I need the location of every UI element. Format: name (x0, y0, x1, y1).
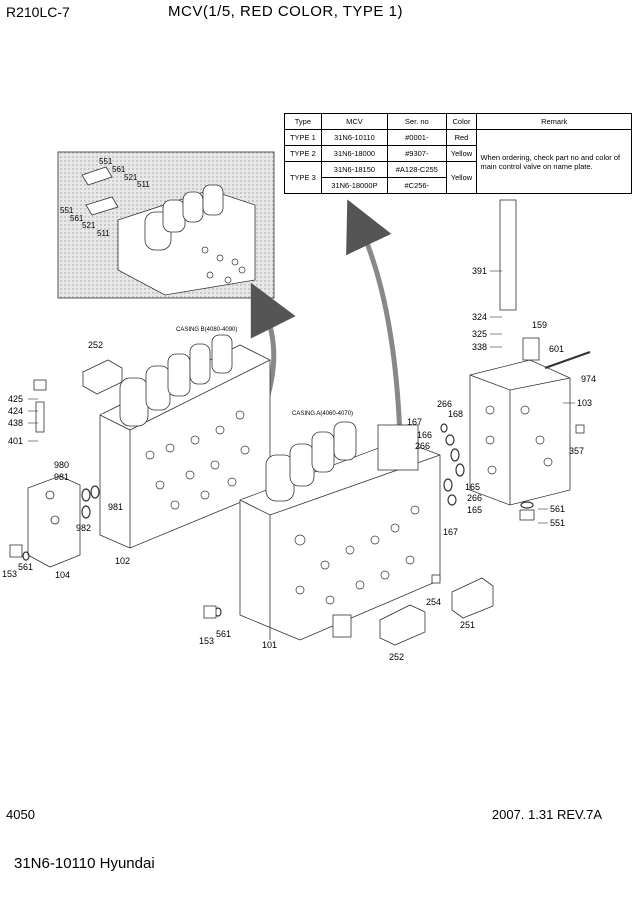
arrow-to-table (346, 199, 403, 439)
casing-b (99, 334, 271, 549)
part-label: 266 (415, 441, 430, 451)
part-label: 561 (70, 214, 84, 223)
part-label: 561 (216, 629, 231, 639)
arrow-to-inset (250, 282, 296, 396)
part-label: 325 (472, 329, 487, 339)
part-label: 101 (262, 640, 277, 650)
casing-a-ports (294, 505, 420, 605)
part-label: 521 (82, 221, 96, 230)
solenoid-valves (82, 359, 494, 646)
part-labels: 551 561 521 511 551 561 521 511 252 425 … (2, 157, 596, 662)
part-label: 166 (417, 430, 432, 440)
part-label: 167 (443, 527, 458, 537)
part-label: 424 (8, 406, 23, 416)
part-label: 153 (199, 636, 214, 646)
cell-color: Yellow (445, 161, 478, 194)
part-label: 252 (88, 340, 103, 350)
casing-a (239, 421, 441, 641)
part-label: 551 (550, 518, 565, 528)
col-color: Color (445, 113, 478, 130)
model-code: R210LC-7 (6, 4, 70, 20)
part-label: 511 (97, 229, 110, 238)
part-label: 165 (467, 505, 482, 515)
part-label: 254 (426, 597, 441, 607)
o-rings (22, 423, 534, 617)
part-label: 159 (532, 320, 547, 330)
end-cover-103 (469, 199, 591, 506)
table-row: TYPE 2 31N6-18000 #9307- Yellow (284, 145, 632, 162)
part-label: 338 (472, 342, 487, 352)
part-label: 511 (137, 180, 150, 189)
part-label: 252 (389, 652, 404, 662)
part-label: 401 (8, 436, 23, 446)
cell-remark: When ordering, check part no and color o… (476, 129, 632, 194)
part-label: 266 (467, 493, 482, 503)
part-label: 324 (472, 312, 487, 322)
table-row: 31N6-18000P #C256- (285, 177, 632, 194)
type-table: Type MCV Ser. no Color Remark TYPE 1 31N… (284, 113, 632, 194)
part-label: 104 (55, 570, 70, 580)
part-label: 601 (549, 344, 564, 354)
detail-inset (57, 151, 275, 299)
leader-lines (28, 270, 575, 524)
part-label: 561 (550, 504, 565, 514)
part-label: 981 (54, 472, 69, 482)
part-label: 561 (112, 165, 126, 174)
part-label: 165 (465, 482, 480, 492)
part-label: 153 (2, 569, 17, 579)
part-label: 980 (54, 460, 69, 470)
part-label: 982 (76, 523, 91, 533)
end-cover-ports (485, 405, 553, 475)
part-label: 551 (99, 157, 113, 166)
part-label: 251 (460, 620, 475, 630)
casing-b-ports (145, 410, 250, 510)
part-label: 102 (115, 556, 130, 566)
page-number: 4050 (6, 807, 35, 822)
part-label: 551 (60, 206, 74, 215)
part-label: 357 (569, 446, 584, 456)
part-label: 103 (577, 398, 592, 408)
casing-a-note: CASING A(4060-4070) (292, 411, 353, 417)
part-label: 438 (8, 418, 23, 428)
plugs (9, 424, 585, 619)
part-label: 981 (108, 502, 123, 512)
cell-type: TYPE 3 (284, 161, 322, 194)
end-cover-104 (27, 379, 81, 568)
part-label: 425 (8, 394, 23, 404)
revision-date: 2007. 1.31 REV.7A (491, 807, 602, 822)
table-row: TYPE 1 31N6-10110 #0001- Red When orderi… (284, 129, 632, 194)
cell-ser: #C256- (387, 177, 447, 194)
part-caption: 31N6-10110 Hyundai (14, 855, 155, 872)
casing-b-note: CASING B(4080-4090) (176, 327, 237, 333)
part-label: 167 (407, 417, 422, 427)
part-label: 391 (472, 266, 487, 276)
part-label: 168 (448, 409, 463, 419)
part-label: 521 (124, 173, 138, 182)
part-label: 974 (581, 374, 596, 384)
part-label: 266 (437, 399, 452, 409)
part-label: 561 (18, 562, 33, 572)
page-title: MCV(1/5, RED COLOR, TYPE 1) (168, 3, 403, 20)
